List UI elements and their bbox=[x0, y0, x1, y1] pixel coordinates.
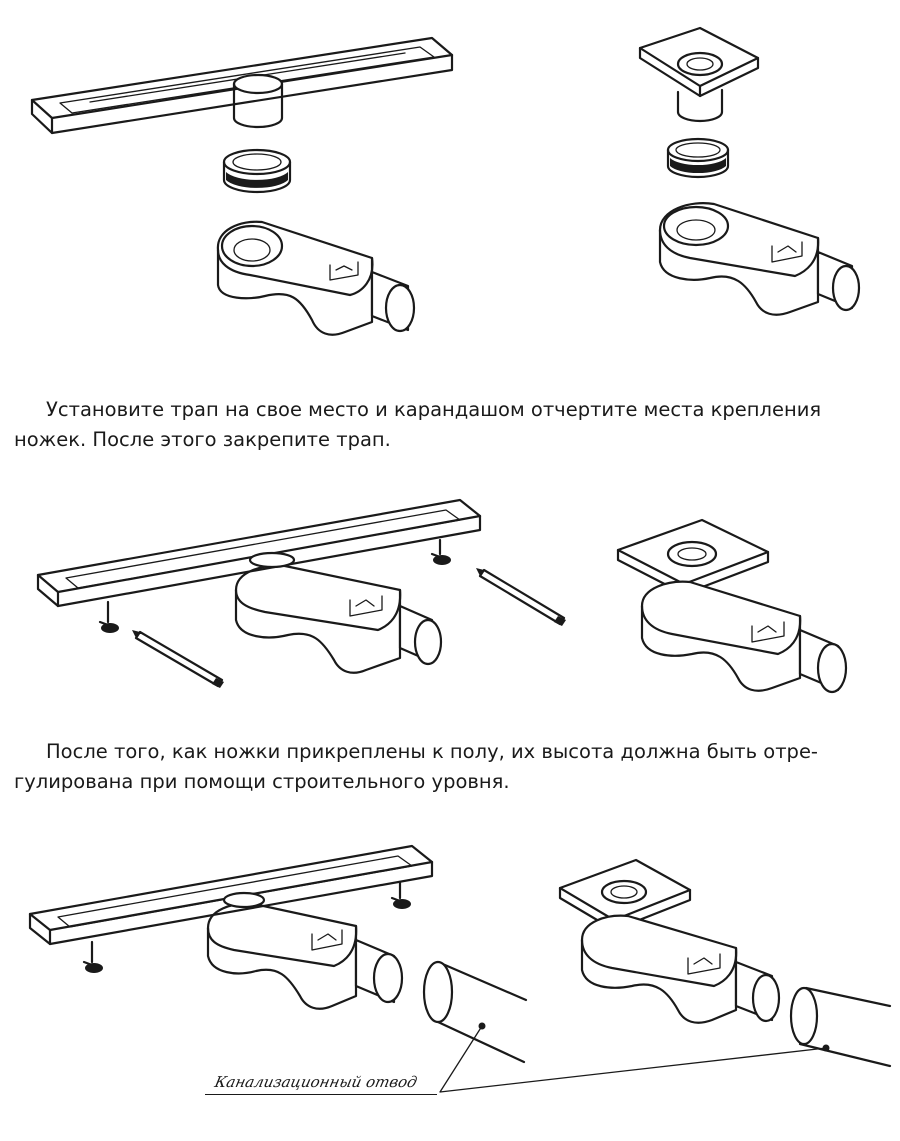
step1-illustration bbox=[0, 0, 900, 380]
sewer-pipe-right bbox=[789, 986, 892, 1068]
step2-text: После того, как ножки прикреплены к полу… bbox=[14, 740, 818, 793]
linear-grate bbox=[30, 36, 454, 135]
step2-illustration bbox=[0, 480, 900, 720]
callout-lines bbox=[439, 1025, 827, 1093]
step1-text: Установите трап на свое место и карандаш… bbox=[14, 398, 822, 451]
step2-caption: После того, как ножки прикреплены к полу… bbox=[14, 737, 886, 797]
pencil-left bbox=[132, 630, 224, 688]
square-grate-installed bbox=[616, 518, 848, 694]
siphon-body-under-3 bbox=[206, 902, 404, 1010]
sewer-outlet-label: Канализационный отвод bbox=[213, 1073, 419, 1091]
linear-grate-installed bbox=[36, 498, 482, 633]
siphon-body bbox=[216, 220, 416, 336]
step3-illustration bbox=[0, 830, 900, 1100]
pencil-right bbox=[476, 568, 566, 626]
rubber-ring-2 bbox=[666, 137, 730, 179]
siphon-body-2 bbox=[658, 202, 861, 316]
square-grate bbox=[638, 26, 760, 123]
siphon-body-under bbox=[234, 564, 443, 674]
rubber-ring bbox=[222, 148, 292, 194]
step1-caption: Установите трап на свое место и карандаш… bbox=[14, 395, 886, 455]
square-grate-final bbox=[558, 858, 781, 1024]
label-underline bbox=[205, 1094, 437, 1095]
sewer-pipe-left bbox=[422, 960, 528, 1064]
linear-grate-final bbox=[28, 844, 434, 973]
